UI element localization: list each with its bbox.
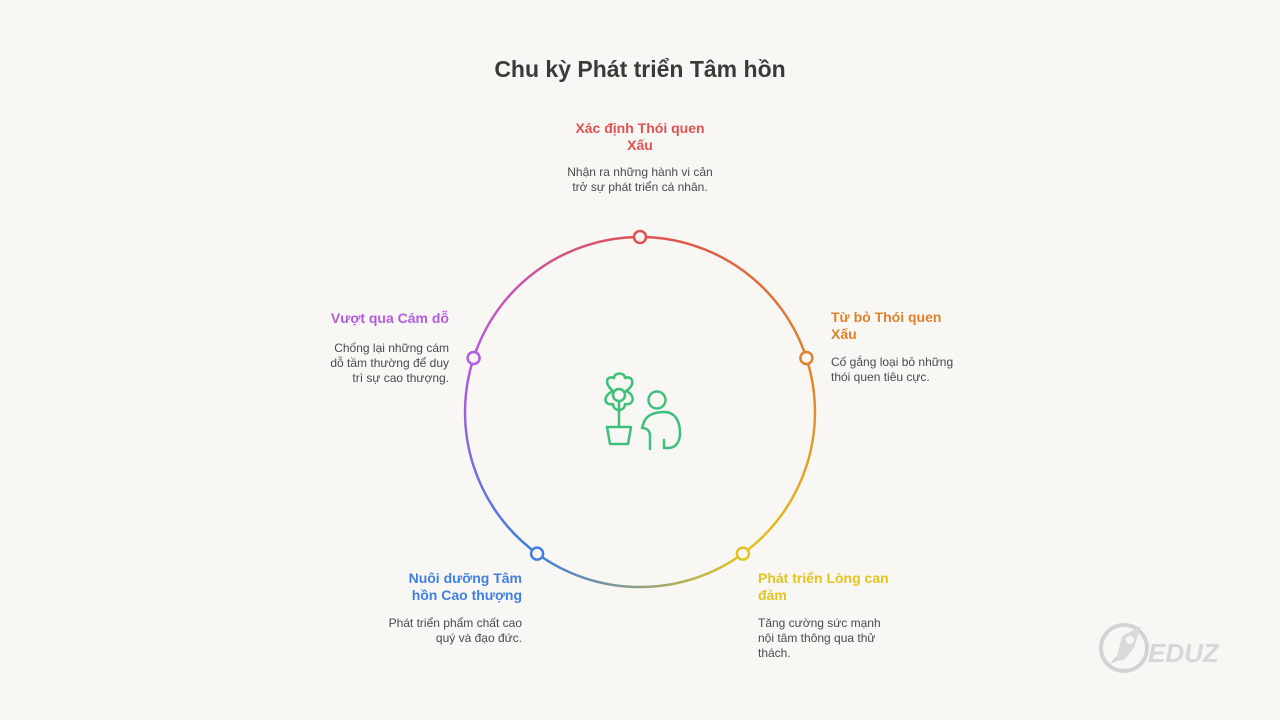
node-right — [799, 350, 814, 366]
arc-segment-2 — [742, 357, 817, 555]
stage-overcome-temptation: Vượt qua Cám dỗ Chống lại những cám dỗ t… — [320, 310, 449, 386]
stage-title: Phát triển Lòng can đảm — [758, 570, 889, 603]
stage-description: Nhận ra những hành vi cản trở sự phát tr… — [567, 165, 713, 194]
stage-identify-bad-habits: Xác định Thói quen Xấu Nhận ra những hàn… — [565, 120, 715, 195]
stage-title: Vượt qua Cám dỗ — [330, 310, 449, 326]
stage-title: Từ bỏ Thói quen Xấu — [831, 309, 942, 342]
arc-segment-1 — [639, 235, 808, 359]
plant-and-person-icon — [604, 372, 682, 451]
arc-segment-4 — [463, 357, 538, 555]
arc-segment-3 — [536, 552, 744, 589]
arc-segment-5 — [472, 235, 641, 359]
stage-title: Nuôi dưỡng Tâm hồn Cao thượng — [408, 570, 522, 603]
eduz-logo: EDUZ — [1099, 623, 1220, 673]
stage-description: Phát triển phẩm chất cao quý và đạo đức. — [388, 616, 522, 645]
node-bottom-right — [735, 546, 751, 561]
stage-develop-courage: Phát triển Lòng can đảm Tăng cường sức m… — [758, 570, 898, 661]
stage-description: Tăng cường sức mạnh nội tâm thông qua th… — [758, 616, 881, 660]
node-left — [466, 350, 481, 366]
svg-text:EDUZ: EDUZ — [1148, 638, 1220, 668]
stage-nurture-noble-soul: Nuôi dưỡng Tâm hồn Cao thượng Phát triển… — [380, 570, 522, 646]
page-title: Chu kỳ Phát triển Tâm hồn — [494, 56, 786, 82]
node-top — [632, 229, 648, 245]
stage-title: Xác định Thói quen Xấu — [575, 120, 705, 153]
stage-abandon-bad-habits: Từ bỏ Thói quen Xấu Cố gắng loại bỏ nhữn… — [831, 309, 961, 385]
node-bottom-left — [529, 546, 545, 561]
stage-description: Cố gắng loại bỏ những thói quen tiêu cực… — [831, 355, 954, 384]
stage-description: Chống lại những cám dỗ tầm thường để duy… — [330, 341, 449, 385]
